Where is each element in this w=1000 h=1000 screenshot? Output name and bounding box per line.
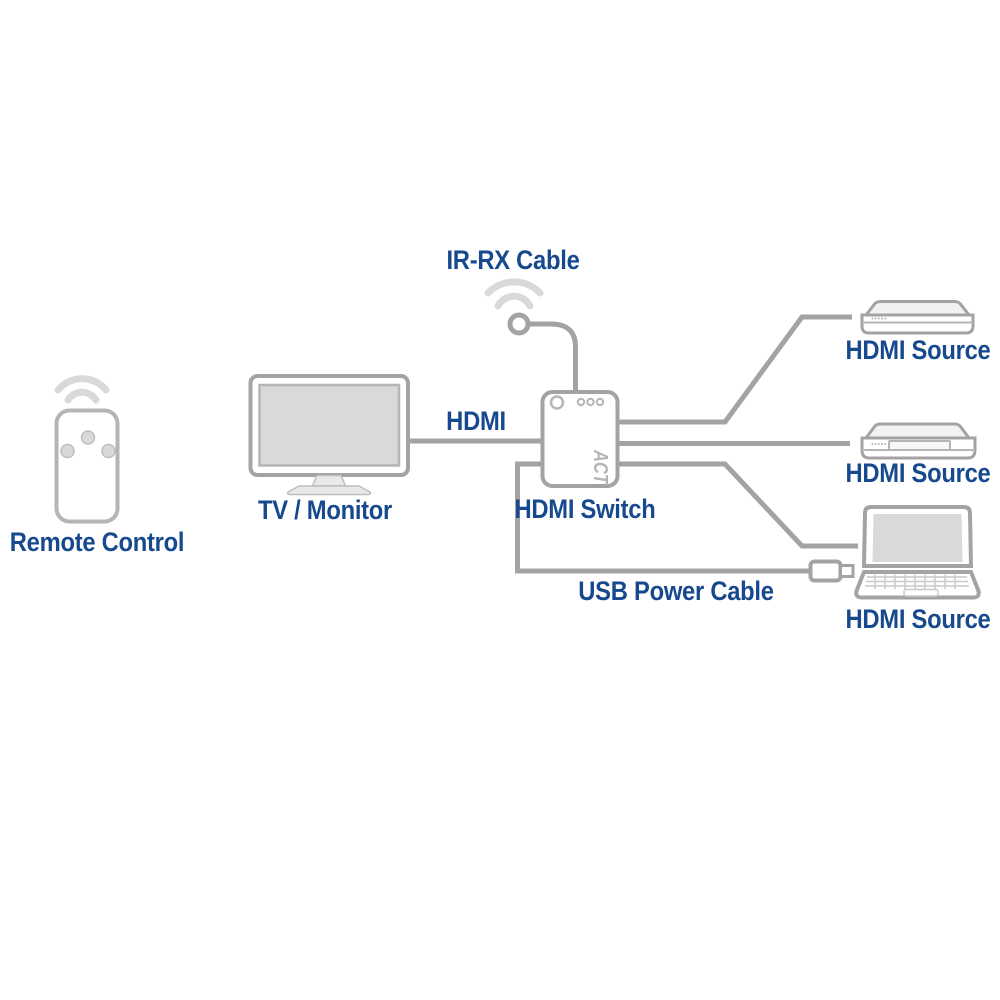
remote-body: [54, 408, 120, 524]
source-1-vents: [871, 317, 887, 320]
switch-led-2: [586, 397, 595, 407]
switch-body: [540, 390, 620, 488]
remote-signal-arc-outer: [54, 375, 110, 394]
hdmi-switch-label: HDMI Switch: [514, 494, 656, 524]
laptop-touchpad: [903, 588, 939, 597]
switch-ir-window: [549, 395, 565, 410]
tv-screen: [258, 383, 401, 467]
ir-receiver-eye: [507, 312, 531, 336]
hdmi-source-1-icon: [860, 300, 975, 335]
hdmi-source-2-icon: [860, 422, 977, 460]
hdmi-cable-switch-to-source-3: [615, 461, 858, 549]
hdmi-source-3-icon: [854, 505, 981, 600]
hdmi-source-3-label: HDMI Source: [845, 604, 991, 634]
ir-rx-cable-line: [528, 321, 578, 394]
hdmi-source-1-label: HDMI Source: [845, 335, 991, 365]
remote-control-icon: [54, 375, 120, 524]
hdmi-cable-switch-to-source-1: [615, 314, 852, 425]
ir-receiver-icon: [484, 278, 544, 336]
usb-plug-icon: [808, 559, 855, 583]
ir-signal-arc-outer: [484, 278, 544, 297]
source-1-top-face: [862, 300, 973, 317]
tv-stand-neck: [311, 474, 347, 487]
switch-led-1: [576, 397, 586, 407]
usb-power-cable-line: [515, 461, 814, 574]
switch-led-3: [595, 397, 605, 407]
hdmi-source-2-label: HDMI Source: [845, 458, 991, 488]
ir-signal-arc-inner: [494, 292, 534, 310]
usb-plug-tip: [839, 564, 855, 578]
laptop-base: [854, 570, 981, 600]
source-2-disc-tray: [888, 440, 951, 451]
tv-monitor-icon: [248, 374, 410, 496]
remote-control-label: Remote Control: [9, 527, 185, 557]
usb-power-cable-label: USB Power Cable: [578, 576, 774, 606]
laptop-screen: [872, 514, 963, 562]
source-2-vents: [871, 443, 887, 445]
hdmi-switch-icon: ACT: [540, 390, 620, 488]
remote-signal-arc-inner: [64, 388, 100, 404]
source-2-top-face: [863, 422, 972, 440]
usb-plug-body: [808, 559, 843, 583]
laptop-keyboard: [865, 574, 969, 589]
remote-button-left: [60, 443, 75, 459]
hdmi-label: HDMI: [446, 406, 506, 436]
tv-monitor-label: TV / Monitor: [257, 495, 393, 525]
ir-rx-cable-label: IR-RX Cable: [446, 245, 580, 275]
cables: [409, 314, 858, 574]
remote-button-right: [101, 443, 116, 459]
remote-button-top: [80, 430, 96, 445]
act-logo: ACT: [589, 449, 611, 485]
source-1-front-face: [860, 313, 975, 335]
tv-stand-base: [286, 485, 372, 496]
